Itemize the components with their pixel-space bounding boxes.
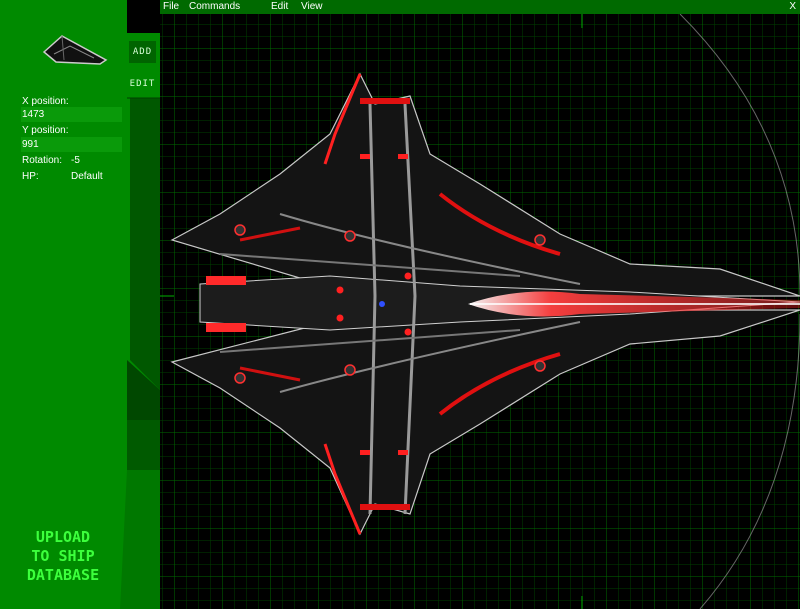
rotation-label: Rotation: [22, 155, 63, 166]
hp-label: HP: [22, 171, 39, 182]
range-arc-bottom [699, 313, 800, 609]
canvas-svg[interactable] [160, 14, 800, 609]
ship-sprite[interactable] [170, 72, 800, 536]
editor-canvas[interactable] [160, 14, 800, 609]
tab-edit[interactable]: EDIT [129, 73, 156, 95]
y-position-field[interactable]: 991 [21, 137, 122, 152]
menu-edit[interactable]: Edit [271, 1, 289, 12]
menu-commands[interactable]: Commands [189, 1, 241, 12]
rotation-field[interactable]: -5 [71, 155, 80, 166]
menu-view[interactable]: View [301, 1, 323, 12]
ship-icon [42, 35, 108, 65]
hp-field[interactable]: Default [71, 171, 103, 182]
y-position-label: Y position: [22, 125, 69, 136]
menu-bar: File Commands Edit View X [160, 0, 800, 14]
left-panel: ADD EDIT X position: 1473 Y position: 99… [0, 0, 160, 609]
upload-line-2: TO SHIP [31, 547, 95, 565]
panel-background [0, 0, 160, 609]
tab-add[interactable]: ADD [129, 41, 156, 63]
upload-to-ship-database-button[interactable]: UPLOAD TO SHIP DATABASE [8, 528, 118, 585]
x-position-field[interactable]: 1473 [21, 107, 122, 122]
menu-file[interactable]: File [163, 1, 180, 12]
upload-line-3: DATABASE [26, 566, 100, 584]
range-arc-top [679, 14, 800, 297]
close-icon[interactable]: X [789, 1, 796, 12]
x-position-label: X position: [22, 96, 69, 107]
upload-line-1: UPLOAD [35, 528, 91, 546]
